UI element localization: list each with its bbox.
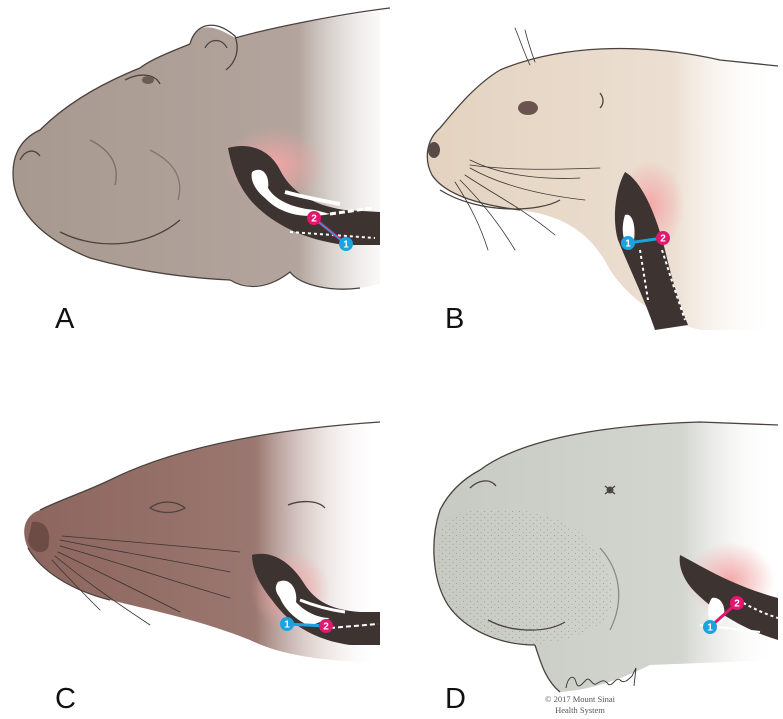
marker-2-label: 2 [734,599,740,610]
panel-a: 2 1 A [13,8,410,335]
panel-b: 1 2 B [427,28,778,335]
marker-2: 2 [319,619,333,633]
seal-head-icon [427,28,778,330]
marker-1-label: 1 [707,623,713,634]
marker-2-label: 2 [323,622,329,633]
panel-label-c: C [55,683,76,715]
marker-1: 1 [703,620,717,634]
panel-d: 2 1 D [434,422,778,715]
marker-1: 1 [280,617,294,631]
panel-label-d: D [445,683,466,715]
copyright-text: © 2017 Mount Sinai [545,694,616,704]
panel-c: 1 2 C [24,422,380,715]
marker-1: 1 [621,236,635,250]
marker-2-label: 2 [660,234,666,245]
organization-text: Health System [555,705,605,715]
marker-2-label: 2 [311,214,317,225]
marker-1-label: 1 [625,239,631,250]
panel-label-b: B [445,303,464,335]
marker-1-label: 1 [343,240,349,251]
marker-1-label: 1 [284,620,290,631]
marker-2: 2 [307,211,321,225]
panel-label-a: A [55,303,75,335]
manatee-head-icon [434,422,778,692]
marker-2: 2 [656,231,670,245]
marker-2: 2 [730,596,744,610]
marker-1: 1 [339,237,353,251]
